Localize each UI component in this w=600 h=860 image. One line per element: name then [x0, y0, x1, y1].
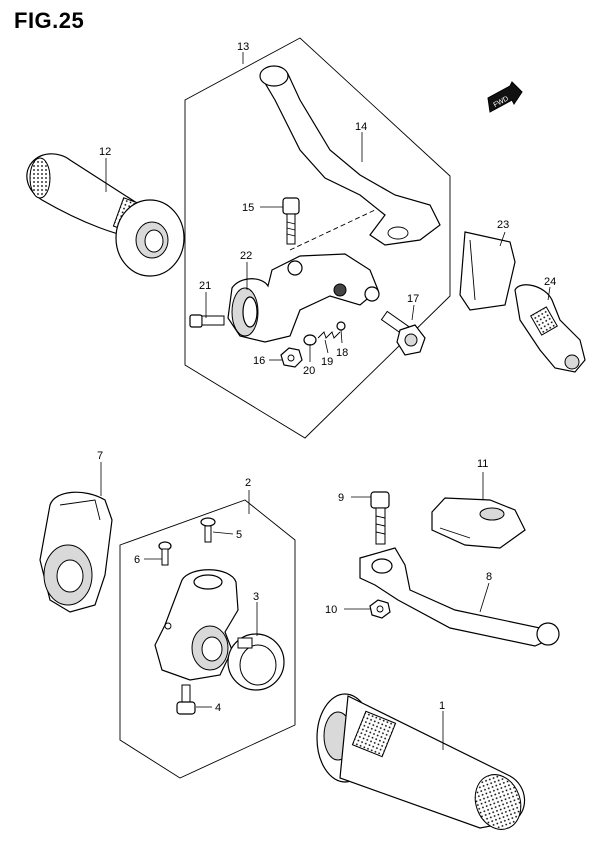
switch-cover-part-23: [459, 231, 516, 311]
ring-part-3: [227, 633, 285, 691]
callout-9: 9: [338, 492, 344, 504]
callout-23: 23: [497, 219, 509, 231]
ball-part-18: [336, 321, 346, 331]
callout-13: 13: [237, 41, 249, 53]
spring-cap-part-20: [303, 334, 317, 346]
callout-16: 16: [253, 355, 265, 367]
callout-17: 17: [407, 293, 419, 305]
group-box-2: [119, 499, 296, 779]
callout-3: 3: [253, 591, 259, 603]
callout-24: 24: [544, 276, 556, 288]
bolt-part-15: [282, 197, 300, 245]
group-box-13: [184, 37, 451, 439]
bolt-part-4: [176, 684, 196, 715]
callout-labels: 13 14 12 15 22 21 16 20 19 18 17 23 24 7…: [97, 41, 556, 714]
callout-12: 12: [99, 146, 111, 158]
fwd-arrow-icon: FWD: [487, 81, 523, 113]
brake-lever-part-8: [359, 547, 560, 647]
lever-bracket-part-22: [227, 209, 380, 343]
spring-part-19: [317, 331, 341, 339]
switch-part-24: [514, 284, 586, 373]
nut-part-16: [280, 347, 303, 368]
callout-1: 1: [439, 700, 445, 712]
callout-2: 2: [245, 477, 251, 489]
callout-20: 20: [303, 365, 315, 377]
switch-housing-part-7: [39, 491, 113, 613]
callout-18: 18: [336, 347, 348, 359]
left-grip-part-12: [26, 153, 185, 277]
callout-11: 11: [477, 458, 488, 470]
callout-8: 8: [486, 571, 492, 583]
callout-10: 10: [325, 604, 337, 616]
adjuster-bolt-part-17: [380, 310, 426, 356]
throttle-housing-part-2: [154, 569, 239, 681]
bolt-part-9: [370, 491, 390, 545]
callout-19: 19: [321, 356, 333, 368]
holder-part-11: [431, 497, 526, 549]
callout-7: 7: [97, 450, 103, 462]
callout-6: 6: [134, 554, 140, 566]
nut-part-10: [369, 599, 391, 619]
screw-part-6: [158, 541, 172, 566]
callout-22: 22: [240, 250, 252, 262]
callout-14: 14: [355, 121, 367, 133]
callout-21: 21: [199, 280, 211, 292]
figure-title: FIG.25: [14, 8, 85, 33]
bolt-part-21: [189, 314, 225, 328]
screw-part-5: [200, 517, 216, 543]
callout-4: 4: [215, 702, 221, 714]
leader-lines: [100, 52, 551, 750]
callout-5: 5: [236, 529, 242, 541]
right-grip-part-1: [316, 693, 526, 830]
clutch-lever-part-14: [259, 65, 441, 246]
callout-15: 15: [242, 202, 254, 214]
